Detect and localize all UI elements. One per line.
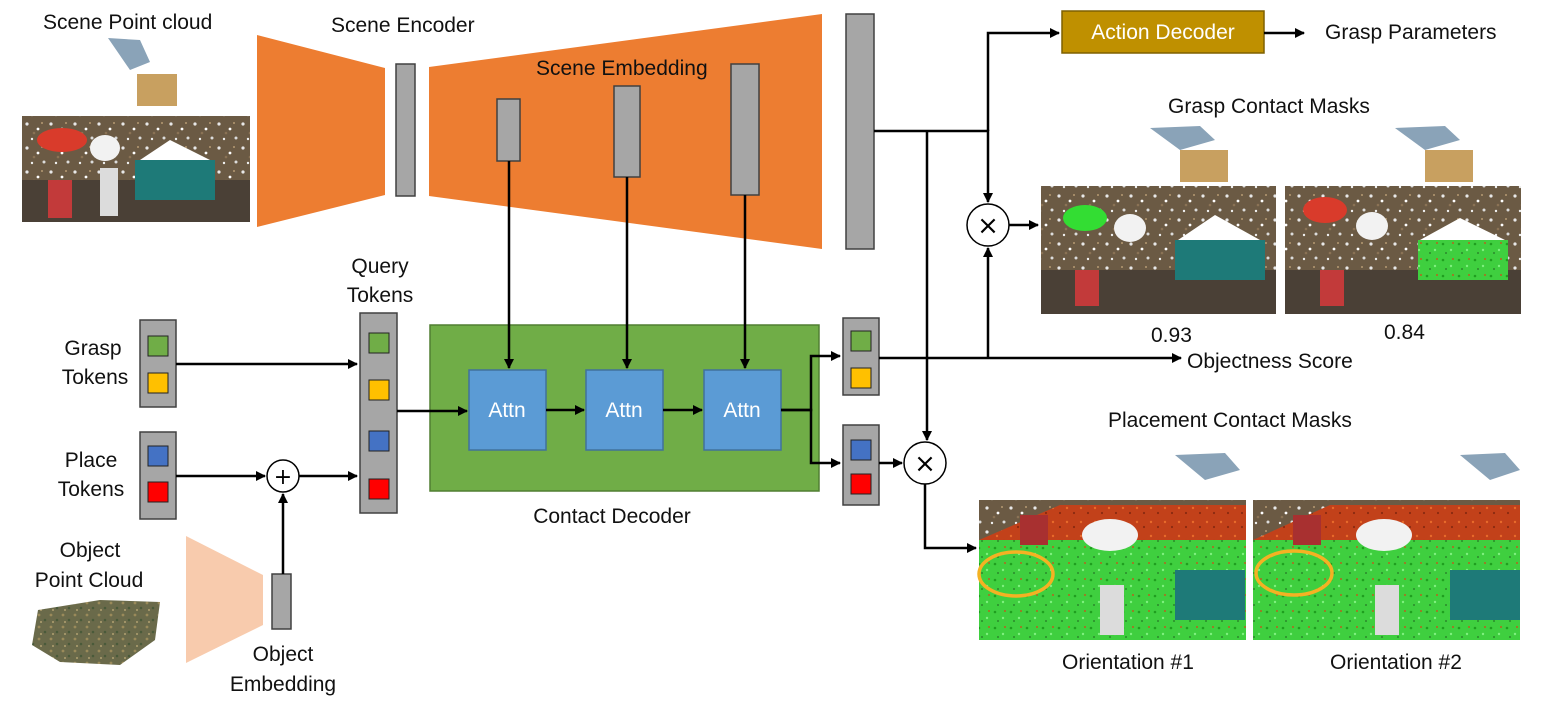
feature-bar-3 [730,63,760,196]
object-point-cloud-image [32,600,160,665]
multiply-symbol-place: × [914,449,936,479]
orientation-1-label: Orientation #1 [1062,651,1194,674]
grasp-mask-image-2 [1285,126,1521,314]
placement-mask-image-1 [979,453,1246,640]
action-decoder-label: Action Decoder [1091,21,1235,44]
grasp-token-yellow [147,372,169,394]
query-token-yellow [368,379,390,401]
query-tokens-label-line2: Tokens [347,284,414,307]
scene-embedding-label: Scene Embedding [536,57,708,80]
placement-mask-image-2 [1253,453,1520,640]
query-tokens-label-line1: Query [351,255,409,278]
grasp-output-token-yellow [850,367,872,389]
grasp-token-green [147,335,169,357]
place-tokens-box [139,431,177,520]
place-tokens-label-line2: Tokens [58,478,125,501]
scene-embedding-bar [845,13,875,250]
grasp-parameters-label: Grasp Parameters [1325,21,1497,44]
attn-label-3: Attn [723,399,760,422]
scene-encoder-block [257,35,385,227]
contact-decoder-label: Contact Decoder [533,505,691,528]
place-output-token-blue [850,439,872,461]
grasp-score-1: 0.93 [1151,324,1192,347]
attn-block-1 [468,369,547,451]
attn-label-2: Attn [605,399,642,422]
grasp-contact-masks-label: Grasp Contact Masks [1168,95,1370,118]
object-embedding-label-line2: Embedding [230,673,336,696]
grasp-tokens-label-line2: Tokens [62,366,129,389]
place-token-blue [147,445,169,467]
scene-point-cloud-image [22,38,250,222]
feature-bar-1 [496,98,521,162]
scene-point-cloud-label: Scene Point cloud [43,11,212,34]
scene-encoder-label: Scene Encoder [331,14,475,37]
orientation-2-label: Orientation #2 [1330,651,1462,674]
object-embedding-bar [271,573,292,630]
objectness-score-label: Objectness Score [1187,350,1353,373]
place-token-red [147,481,169,503]
plus-symbol: + [274,465,292,490]
grasp-score-2: 0.84 [1384,321,1425,344]
multiply-symbol-grasp: × [977,211,999,241]
connector-arrows [176,28,1305,574]
object-encoder-block [186,536,263,663]
highlight-ellipse-2 [1254,549,1334,597]
object-point-cloud-label-line2: Point Cloud [35,569,144,592]
highlight-ellipse-1 [977,550,1055,598]
attn-label-1: Attn [488,399,525,422]
place-output-token-red [850,473,872,495]
grasp-mask-image-1 [1041,126,1276,314]
grasp-output-token-green [850,330,872,352]
grasp-tokens-box [139,319,177,408]
feature-bar-2 [613,85,641,178]
grasp-tokens-label-line1: Grasp [64,337,121,360]
object-embedding-label-line1: Object [253,643,314,666]
scene-bottleneck-bar [395,63,416,197]
query-token-blue [368,430,390,452]
place-tokens-label-line1: Place [65,449,118,472]
attn-block-3 [703,369,782,451]
object-point-cloud-label-line1: Object [60,539,121,562]
query-token-red [368,478,390,500]
placement-contact-masks-label: Placement Contact Masks [1108,409,1352,432]
query-token-green [368,332,390,354]
